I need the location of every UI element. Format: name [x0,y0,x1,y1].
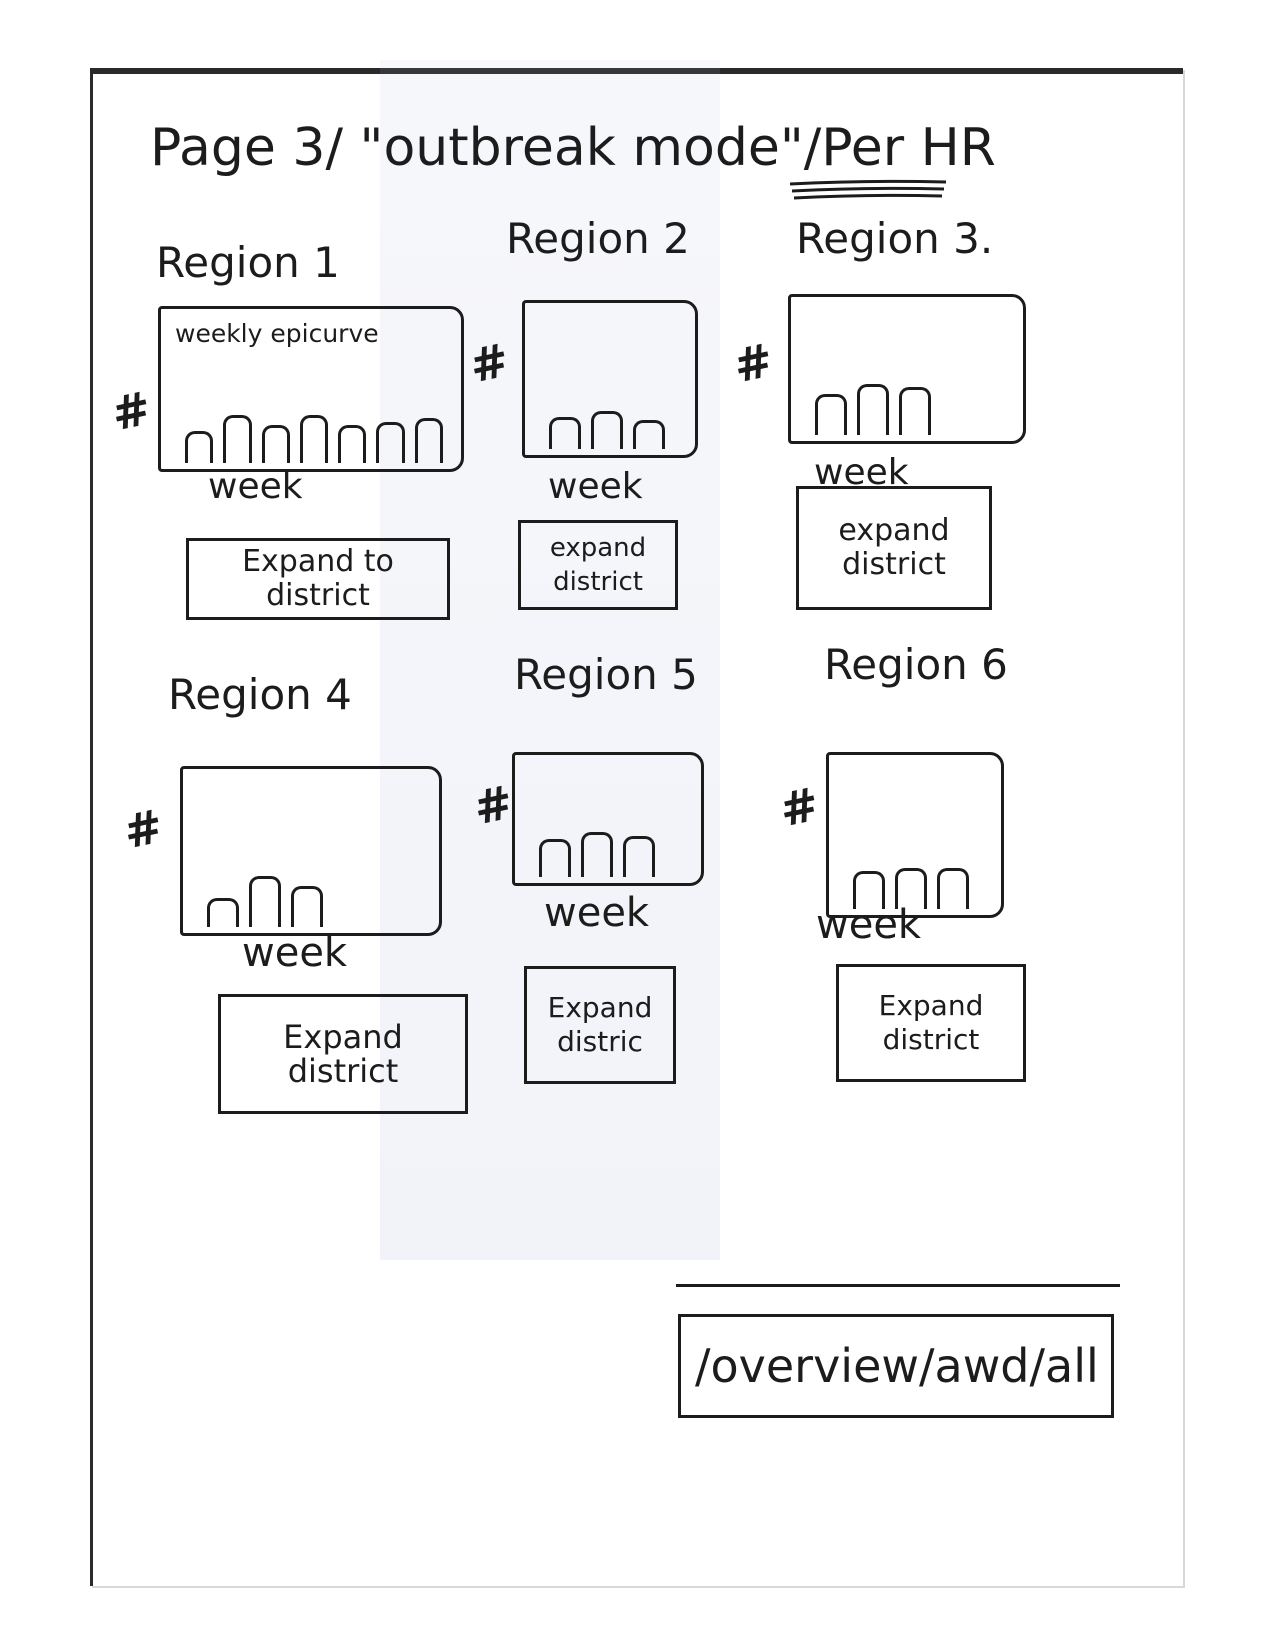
epicurve-chart[interactable] [180,766,442,936]
region-card-1: Region 1 # weekly epicurve week Expand t… [106,238,468,638]
epicurve-bar [261,425,290,463]
expand-district-button[interactable]: expand district [796,486,992,610]
epicurve-bar [853,871,885,909]
y-axis-hash-icon: # [774,776,824,838]
y-axis-hash-icon: # [106,380,156,442]
epicurve-bars [549,385,677,449]
epicurve-bar [899,387,931,435]
epicurve-chart[interactable] [522,300,698,458]
page-title: Page 3/ "outbreak mode"/Per HR [150,118,996,178]
epicurve-chart[interactable] [788,294,1026,444]
region-title: Region 4 [168,670,352,719]
expand-district-button[interactable]: expand district [518,520,678,610]
region-title: Region 3. [796,214,994,263]
epicurve-bar [207,898,239,927]
expand-district-button[interactable]: Expand district [218,994,468,1114]
epicurve-bar [185,431,214,463]
epicurve-bar [591,411,623,449]
y-axis-hash-icon: # [468,774,518,836]
epicurve-bar [895,868,927,909]
epicurve-bar [376,422,405,463]
y-axis-hash-icon: # [728,332,778,394]
chart-label: weekly epicurve [175,319,379,348]
region-title: Region 5 [514,650,698,699]
epicurve-bar [815,394,847,435]
epicurve-chart[interactable] [512,752,704,886]
x-axis-week-label: week [208,466,303,507]
epicurve-bar [299,415,329,463]
breadcrumb[interactable]: /overview/awd/all [678,1314,1114,1418]
region-card-6: Region 6 # week Expand district [774,640,1066,1100]
paper-sheet [90,68,1183,1586]
epicurve-bar [338,425,367,463]
breadcrumb-divider [676,1284,1120,1287]
epicurve-bar [549,417,581,449]
x-axis-week-label: week [548,466,643,507]
epicurve-bar [291,886,323,927]
epicurve-bar [414,418,443,463]
expand-to-district-button[interactable]: Expand to district [186,538,450,620]
x-axis-week-label: week [816,902,922,948]
epicurve-bars [185,399,443,463]
region-card-3: Region 3. # week expand district [728,214,1040,614]
epicurve-bar [857,384,889,435]
title-underline [789,179,947,200]
y-axis-hash-icon: # [118,798,168,860]
epicurve-bar [581,832,613,877]
epicurve-bar [539,839,571,877]
epicurve-bars [207,863,421,927]
region-title: Region 1 [156,238,340,287]
breadcrumb-path[interactable]: /overview/awd/all [695,1339,1099,1393]
region-card-2: Region 2 # week expand district [464,214,718,614]
region-card-4: Region 4 # week Expand district [118,670,478,1130]
epicurve-bar [249,876,281,927]
y-axis-hash-icon: # [464,332,514,394]
epicurve-bars [815,371,1005,435]
epicurve-chart[interactable]: weekly epicurve [158,306,464,472]
x-axis-week-label: week [242,930,348,976]
expand-district-button[interactable]: Expand distric [524,966,676,1084]
epicurve-chart[interactable] [826,752,1004,918]
epicurve-bars [539,813,683,877]
epicurve-bar [937,868,969,909]
epicurve-bars [853,845,983,909]
x-axis-week-label: week [544,890,650,936]
epicurve-bar [623,836,655,877]
region-card-5: Region 5 # week Expand distric [468,650,722,1100]
epicurve-bar [223,415,252,463]
region-title: Region 2 [506,214,690,263]
region-title: Region 6 [824,640,1008,689]
expand-district-button[interactable]: Expand district [836,964,1026,1082]
epicurve-bar [633,420,665,449]
